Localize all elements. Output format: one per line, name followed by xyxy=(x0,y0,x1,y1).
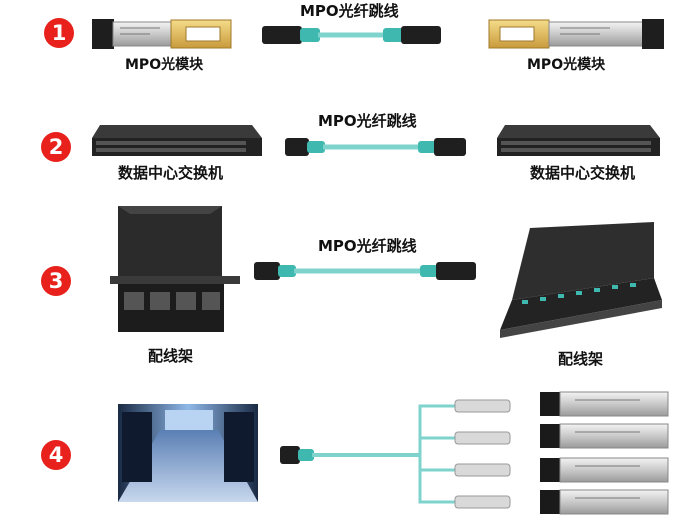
step-badge-1: 1 xyxy=(44,18,74,48)
step-badge-2: 2 xyxy=(41,132,71,162)
mpo-cable-2 xyxy=(285,138,466,156)
switch-left xyxy=(92,125,262,156)
panel-label-left: 配线架 xyxy=(148,347,194,365)
cable-label-3: MPO光纤跳线 xyxy=(318,237,417,255)
patch-panel-right xyxy=(500,222,662,338)
mpo-module-left xyxy=(92,19,232,49)
step-badge-3: 3 xyxy=(41,266,71,296)
module-label-left: MPO光模块 xyxy=(125,57,204,73)
cable-label-1: MPO光纤跳线 xyxy=(300,2,399,20)
mpo-cable-1 xyxy=(262,26,441,44)
sfp-modules xyxy=(540,391,669,515)
mpo-cable-3 xyxy=(254,262,476,280)
data-center-photo xyxy=(118,404,258,502)
panel-label-right: 配线架 xyxy=(558,350,604,368)
switch-label-right: 数据中心交换机 xyxy=(530,164,636,182)
step-badge-4: 4 xyxy=(41,440,71,470)
patch-panel-left xyxy=(110,206,240,332)
switch-label-left: 数据中心交换机 xyxy=(118,164,224,182)
switch-right xyxy=(497,125,660,156)
cable-label-2: MPO光纤跳线 xyxy=(318,112,417,130)
module-label-right: MPO光模块 xyxy=(527,57,606,73)
mpo-fanout-cable xyxy=(280,399,511,509)
mpo-module-right xyxy=(488,19,664,49)
